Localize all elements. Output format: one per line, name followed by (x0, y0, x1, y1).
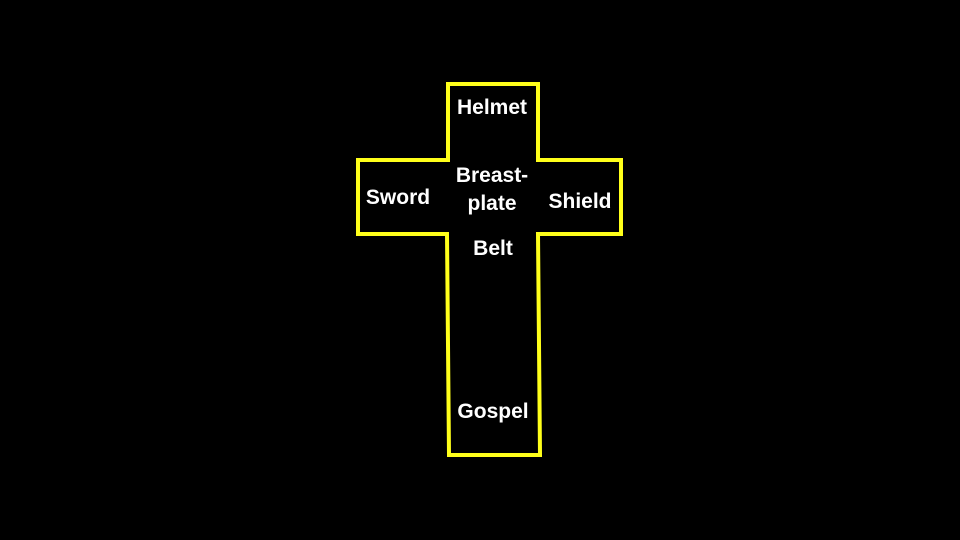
label-breastplate-line2: plate (467, 192, 517, 215)
cross-outline (356, 82, 623, 457)
label-gospel: Gospel (457, 400, 529, 423)
label-shield: Shield (548, 190, 612, 213)
label-breastplate-line1: Breast- (455, 164, 529, 187)
label-belt: Belt (473, 237, 513, 260)
label-helmet: Helmet (456, 96, 528, 119)
label-sword: Sword (365, 186, 431, 209)
